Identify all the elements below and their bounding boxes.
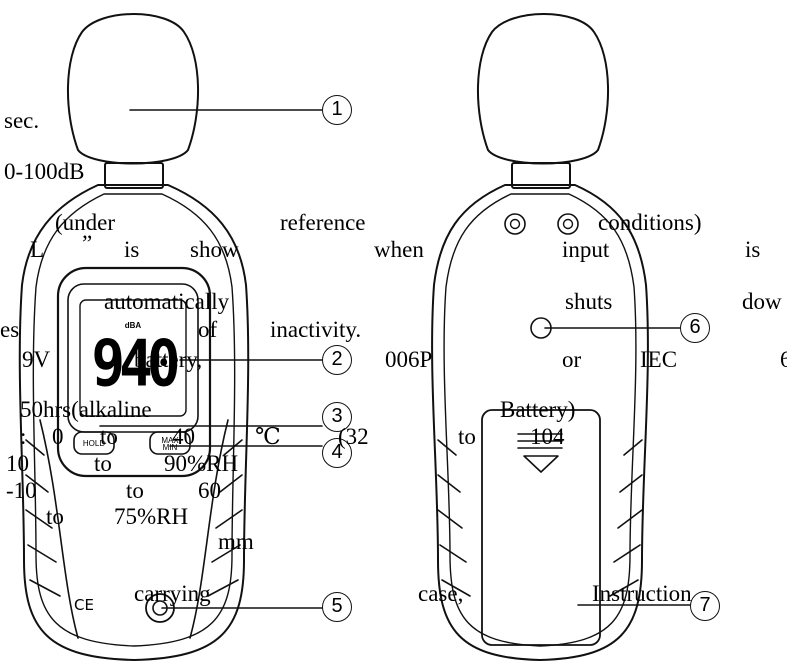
overlay-text: to — [46, 504, 64, 529]
front-lcd — [79, 299, 187, 417]
overlay-text: carrying — [134, 581, 211, 606]
overlay-text: conditions) — [598, 210, 702, 235]
overlay-text: (under — [55, 210, 116, 235]
callout-6: 6 — [680, 313, 710, 343]
overlay-text: to — [94, 451, 112, 476]
overlay-text: shuts — [565, 289, 613, 314]
overlay-text: 40 — [172, 424, 195, 449]
front-display-bezel — [56, 266, 212, 478]
front-microphone — [67, 13, 199, 165]
overlay-text: 006P — [385, 347, 433, 372]
overlay-text: IEC — [640, 347, 678, 372]
front-grip-band-right — [189, 419, 229, 639]
back-screw-right — [557, 213, 579, 235]
overlay-text: ℃ — [255, 424, 281, 449]
overlay-text: 6 — [780, 347, 787, 372]
leader-lines — [99, 109, 691, 609]
overlay-text: case, — [418, 581, 464, 606]
overlay-text: 60 — [198, 478, 221, 503]
maxmin-button-shape — [149, 431, 191, 455]
overlay-text: is — [745, 237, 761, 262]
overlay-text: dow — [742, 289, 782, 314]
overlay-text: es — [0, 317, 20, 342]
ce-mark: CE — [74, 596, 94, 614]
overlay-text: sec. — [4, 108, 40, 133]
overlay-text: 104 — [530, 424, 565, 449]
callout-1: 1 — [322, 95, 352, 125]
maxmin-button[interactable]: MAX MIN — [161, 436, 179, 452]
front-body-inner — [32, 193, 236, 647]
overlay-text: 9V — [22, 347, 51, 372]
overlay-text: of — [198, 317, 218, 342]
back-microphone — [477, 13, 609, 165]
overlay-text: to — [458, 424, 476, 449]
overlay-text: when — [374, 237, 424, 262]
overlay-text: input — [562, 237, 610, 262]
front-grip-band — [39, 419, 79, 639]
callout-2: 2 — [322, 345, 352, 375]
overlay-text: 10 — [6, 451, 29, 476]
overlay-text: mm — [218, 529, 254, 554]
overlay-text: to — [100, 424, 118, 449]
callout-4: 4 — [322, 438, 352, 468]
overlay-text: (32 — [338, 424, 369, 449]
battery-cover — [481, 409, 601, 646]
lcd-reading: 940 — [91, 327, 180, 402]
back-body-inner — [443, 193, 637, 647]
overlay-text: inactivity. — [270, 317, 362, 342]
overlay-text: battery, — [134, 347, 203, 372]
overlay-text: -10 — [6, 478, 37, 503]
overlay-text: automatically — [104, 289, 230, 314]
overlay-text: to — [126, 478, 144, 503]
callout-7: 7 — [690, 591, 720, 621]
overlay-text: show — [190, 237, 239, 262]
overlay-text: 50hrs(alkaline — [20, 397, 152, 422]
battery-cover-arrow — [523, 455, 559, 473]
front-neck — [104, 162, 164, 189]
front-view — [18, 13, 250, 661]
front-body — [18, 184, 250, 661]
overlay-text: ” — [82, 231, 93, 256]
overlay-text: 0 — [52, 424, 64, 449]
overlay-text: Battery) — [500, 397, 576, 422]
overlay-text: 75%RH — [114, 504, 189, 529]
overlay-text: 0-100dB — [4, 159, 85, 184]
overlay-text: 90%RH — [164, 451, 239, 476]
lcd-unit-label: dBA — [124, 321, 142, 330]
hold-button-shape — [73, 431, 115, 455]
callout-5: 5 — [322, 592, 352, 622]
overlay-text: reference — [280, 210, 366, 235]
overlay-text: Instruction — [592, 581, 692, 606]
overlay-text: L — [30, 237, 45, 262]
back-view — [431, 13, 649, 661]
overlay-text: is — [124, 237, 140, 262]
front-display-window — [67, 283, 199, 433]
back-screw-left — [504, 213, 526, 235]
overlay-text: or — [562, 347, 582, 372]
hold-button[interactable]: HOLD — [82, 439, 106, 448]
callout-3: 3 — [322, 402, 352, 432]
overlay-text: : — [20, 424, 27, 449]
back-neck — [511, 162, 571, 189]
back-body — [431, 184, 649, 661]
